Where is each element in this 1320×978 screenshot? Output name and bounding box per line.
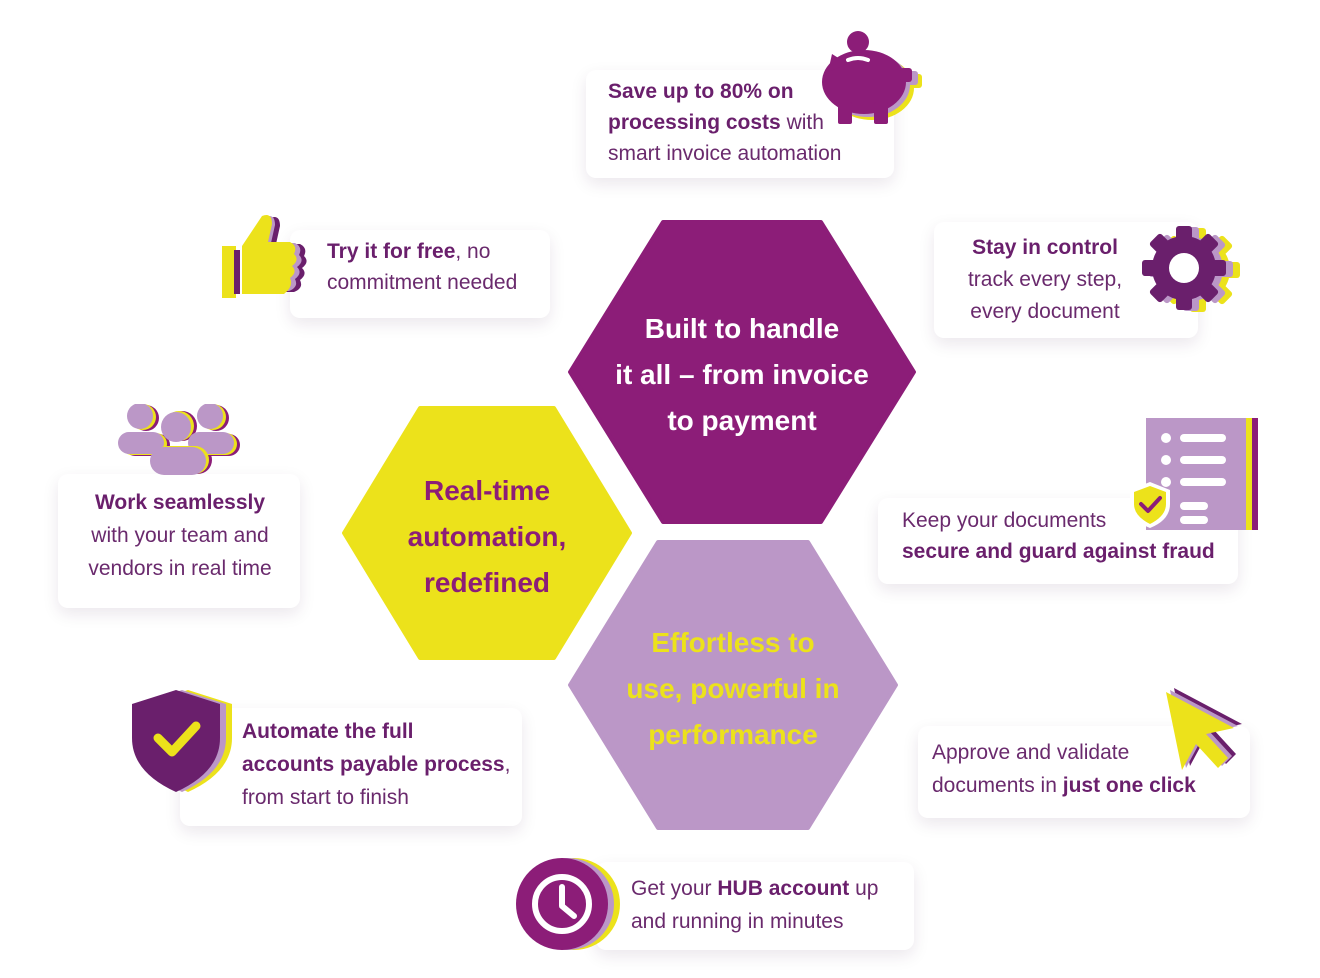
feature-card-hub-account (596, 862, 914, 950)
hexagon-real-time-automation (342, 406, 632, 660)
piggy-bank-icon (822, 31, 922, 124)
feature-text-work-seamlessly: Work seamlessly with your team and vendo… (88, 491, 272, 580)
secure-document-icon (1130, 418, 1258, 530)
hexagon-real-time-automation-text: Real-time automation, redefined (407, 475, 567, 598)
feature-text-secure-documents: Keep your documents secure and guard aga… (902, 509, 1215, 563)
feature-card-work-seamlessly (58, 474, 300, 608)
hexagon-effortless-to-use-text: Effortless to use, powerful in performan… (626, 627, 840, 750)
feature-text-approve-documents: Approve and validate documents in just o… (932, 741, 1196, 797)
team-icon (118, 404, 240, 475)
feature-card-try-free (290, 230, 550, 318)
hexagon-built-to-handle-text: Built to handle it all – from invoice to… (615, 313, 869, 436)
cursor-icon (1166, 688, 1242, 770)
feature-text-hub-account: Get your HUB account up and running in m… (631, 877, 879, 933)
feature-text-try-free: Try it for free, no commitment needed (327, 240, 518, 294)
feature-card-automate-payables (180, 708, 522, 826)
hexagon-effortless-to-use (568, 540, 898, 830)
feature-text-save-costs: Save up to 80% on processing costs with … (608, 80, 842, 165)
gear-icon (1142, 226, 1240, 312)
thumbs-up-icon (222, 215, 307, 298)
hexagon-built-to-handle (568, 220, 916, 524)
shield-check-icon (132, 690, 232, 792)
clock-icon (516, 858, 620, 950)
feature-text-stay-in-control: Stay in control track every step, every … (967, 236, 1123, 323)
feature-text-automate-payables: Automate the full accounts payable proce… (242, 720, 511, 809)
